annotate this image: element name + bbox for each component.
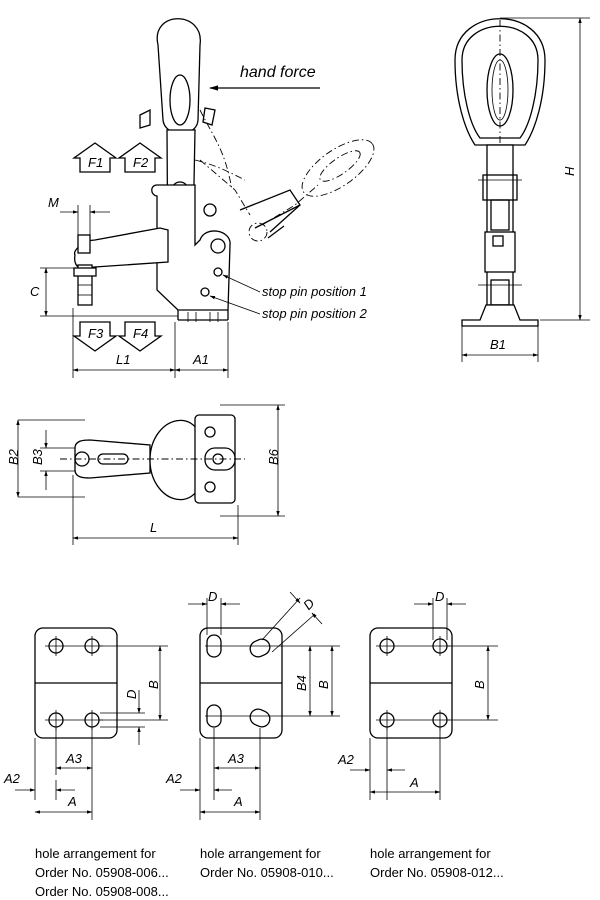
- svg-text:Order No. 05908-010...: Order No. 05908-010...: [200, 865, 334, 880]
- stop-pin-position-1-label: stop pin position 1: [262, 284, 367, 299]
- svg-text:hole arrangement for: hole arrangement for: [200, 846, 321, 861]
- hand-force-label: hand force: [240, 64, 316, 81]
- stop-pin-position-2-label: stop pin position 2: [262, 306, 368, 321]
- svg-text:D: D: [435, 589, 444, 604]
- force-arrow-F4: F4: [116, 321, 164, 352]
- dim-B1: B1: [490, 337, 506, 352]
- svg-text:Order No. 05908-008...: Order No. 05908-008...: [35, 884, 169, 899]
- svg-text:A3: A3: [65, 751, 83, 766]
- front-base: [461, 304, 539, 327]
- svg-text:F2: F2: [133, 155, 149, 170]
- svg-text:F4: F4: [133, 326, 148, 341]
- caption-2: hole arrangement for Order No. 05908-010…: [200, 846, 334, 880]
- svg-text:A3: A3: [227, 751, 245, 766]
- caption-1: hole arrangement for Order No. 05908-006…: [35, 846, 169, 899]
- svg-text:A2: A2: [165, 771, 183, 786]
- dim-B6: B6: [266, 448, 281, 465]
- caption-3: hole arrangement for Order No. 05908-012…: [370, 846, 504, 880]
- svg-text:A: A: [67, 794, 77, 809]
- svg-text:B: B: [472, 680, 487, 689]
- top-arm: [74, 439, 151, 479]
- svg-text:F1: F1: [88, 155, 103, 170]
- svg-text:B4: B4: [294, 675, 309, 691]
- side-view: F1 F2 F3 F4 hand force stop pin position…: [30, 18, 375, 378]
- svg-text:Order No. 05908-006...: Order No. 05908-006...: [35, 865, 169, 880]
- dim-B2: B2: [6, 448, 21, 465]
- force-arrow-F1: F1: [71, 142, 119, 173]
- svg-text:D: D: [300, 596, 317, 613]
- svg-text:A2: A2: [337, 752, 355, 767]
- dim-L1: L1: [116, 352, 130, 367]
- svg-text:D: D: [124, 690, 139, 699]
- dim-C: C: [30, 284, 40, 299]
- svg-text:B: B: [146, 680, 161, 689]
- hole-arrangement-1: B D A3 A2 A: [3, 627, 168, 820]
- svg-text:F3: F3: [88, 326, 104, 341]
- spindle-top: [77, 234, 91, 254]
- force-arrow-F3: F3: [71, 321, 119, 352]
- svg-text:A: A: [233, 794, 243, 809]
- force-arrow-F2: F2: [116, 142, 164, 173]
- svg-text:A: A: [409, 775, 419, 790]
- top-view: B2 B3 B6 L: [6, 404, 285, 545]
- dim-B3: B3: [30, 448, 45, 465]
- svg-text:hole arrangement for: hole arrangement for: [370, 846, 491, 861]
- svg-text:hole arrangement for: hole arrangement for: [35, 846, 156, 861]
- svg-text:A2: A2: [3, 771, 21, 786]
- front-view: H B1: [454, 17, 590, 362]
- dim-M: M: [48, 195, 59, 210]
- handle-slot: [169, 74, 191, 126]
- alternate-position: [139, 107, 375, 242]
- svg-text:B: B: [316, 680, 331, 689]
- handle-grip: [156, 18, 201, 134]
- dim-L: L: [150, 520, 157, 535]
- dim-A1: A1: [192, 352, 209, 367]
- hole-arrangement-2: D D B4 B A3 A2 A: [165, 589, 340, 820]
- dim-H: H: [562, 166, 577, 176]
- svg-text:D: D: [208, 589, 217, 604]
- svg-text:Order No. 05908-012...: Order No. 05908-012...: [370, 865, 504, 880]
- hole-arrangement-3: D B A2 A: [337, 589, 498, 800]
